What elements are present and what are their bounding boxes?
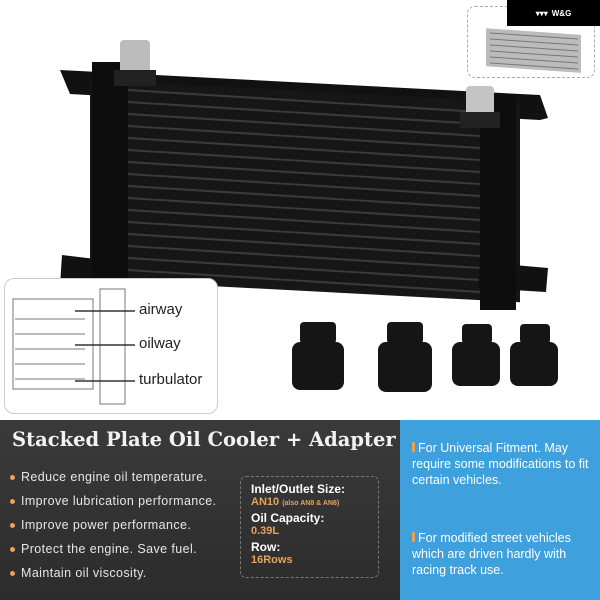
notes-panel: For Universal Fitment. May require some … <box>400 420 600 600</box>
brand-logo: ▾▾▾W&G <box>507 0 600 26</box>
capacity-value: 0.39L <box>251 525 280 537</box>
feature-item: Maintain oil viscosity. <box>10 566 217 590</box>
note-item: For modified street vehicles which are d… <box>412 531 571 577</box>
cross-section-diagram: airway oilway turbulator <box>4 278 218 414</box>
feature-item: Improve lubrication performance. <box>10 494 217 518</box>
bar-icon <box>412 442 415 452</box>
spec-box: Inlet/Outlet Size: AN10 (also AN8 & AN6)… <box>240 476 379 578</box>
fin <box>127 137 481 161</box>
fin <box>127 233 481 257</box>
fin <box>127 89 481 113</box>
fin <box>127 197 481 221</box>
feature-item: Protect the engine. Save fuel. <box>10 542 217 566</box>
row-label: Row: <box>251 540 281 554</box>
adapter-fittings <box>292 322 558 392</box>
cross-section-icon <box>12 288 137 405</box>
label-turbulator: turbulator <box>139 371 203 388</box>
feature-item: Improve power performance. <box>10 518 217 542</box>
fin <box>127 257 481 281</box>
feature-panel: Stacked Plate Oil Cooler + Adapter Reduc… <box>0 420 400 600</box>
note-item: For Universal Fitment. May require some … <box>412 441 589 487</box>
size-label: Inlet/Outlet Size: <box>251 482 346 496</box>
fin <box>127 113 481 137</box>
size-value: AN10 <box>251 496 280 508</box>
fin <box>127 245 481 269</box>
fin <box>127 221 481 245</box>
size-note: (also AN8 & AN6) <box>282 500 340 507</box>
bar-icon <box>412 532 415 542</box>
fin <box>127 209 481 233</box>
fin <box>127 125 481 149</box>
label-oilway: oilway <box>139 335 181 352</box>
capacity-label: Oil Capacity: <box>251 511 325 525</box>
feature-list: Reduce engine oil temperature. Improve l… <box>10 470 217 590</box>
fin <box>127 101 481 125</box>
fin <box>127 173 481 197</box>
row-value: 16Rows <box>251 554 293 566</box>
fin <box>127 161 481 185</box>
fin <box>127 269 481 293</box>
logo-icon: ▾▾▾ <box>535 8 548 18</box>
oil-cooler-image <box>60 40 558 392</box>
product-title: Stacked Plate Oil Cooler + Adapter <box>12 428 396 451</box>
silver-cooler-icon <box>486 28 581 73</box>
feature-item: Reduce engine oil temperature. <box>10 470 217 494</box>
fin <box>127 149 481 173</box>
label-airway: airway <box>139 301 183 318</box>
fin <box>127 185 481 209</box>
